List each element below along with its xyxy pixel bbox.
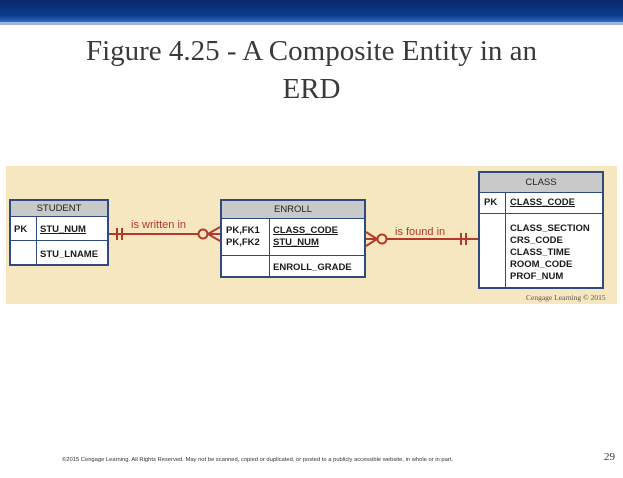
class-attribute-time: CLASS_TIME bbox=[510, 247, 571, 258]
relationship-label-written-in: is written in bbox=[131, 219, 187, 231]
enroll-key-2: PK,FK2 bbox=[226, 237, 260, 248]
student-pk-divider bbox=[11, 240, 107, 241]
slide-title: Figure 4.25 - A Composite Entity in an E… bbox=[0, 32, 623, 108]
enroll-entity: ENROLL PK,FK1 PK,FK2 CLASS_CODE STU_NUM … bbox=[220, 199, 366, 278]
copyright-footer: ©2015 Cengage Learning. All Rights Reser… bbox=[62, 457, 453, 463]
class-attribute-room-code: ROOM_CODE bbox=[510, 259, 573, 270]
class-attribute-prof-num: PROF_NUM bbox=[510, 271, 564, 282]
enroll-optional-circle-right bbox=[376, 233, 388, 245]
enroll-crowfoot-right-bottom bbox=[365, 238, 378, 247]
enroll-attribute-class-code: CLASS_CODE bbox=[273, 225, 338, 236]
page-number: 29 bbox=[604, 451, 615, 463]
title-line-1: Figure 4.25 - A Composite Entity in an bbox=[85, 35, 538, 67]
title-line-2: ERD bbox=[282, 73, 341, 105]
enroll-attribute-stu-num: STU_NUM bbox=[273, 237, 319, 248]
enroll-key-1: PK,FK1 bbox=[226, 225, 260, 236]
student-pk-attribute: STU_NUM bbox=[40, 224, 86, 235]
enroll-attribute-grade: ENROLL_GRADE bbox=[273, 262, 352, 273]
student-attribute: STU_LNAME bbox=[40, 249, 99, 260]
class-entity: CLASS PK CLASS_CODE CLASS_SECTION CRS_CO… bbox=[478, 171, 604, 289]
student-entity-header: STUDENT bbox=[11, 201, 107, 217]
slide-header-bar bbox=[0, 0, 623, 22]
class-entity-header: CLASS bbox=[480, 173, 602, 193]
enroll-pk-divider bbox=[222, 255, 364, 256]
student-pk-label: PK bbox=[14, 224, 28, 235]
enroll-key-divider bbox=[269, 219, 270, 276]
class-pk-attribute: CLASS_CODE bbox=[510, 197, 575, 208]
class-attribute-section: CLASS_SECTION bbox=[510, 223, 590, 234]
enroll-crowfoot-left-top bbox=[207, 226, 221, 235]
relationship-label-found-in: is found in bbox=[395, 226, 446, 238]
slide-header-accent bbox=[0, 22, 623, 25]
class-pk-divider bbox=[480, 213, 602, 214]
image-credit: Cengage Learning © 2015 bbox=[526, 293, 606, 302]
enroll-entity-header: ENROLL bbox=[222, 201, 364, 219]
student-entity: STUDENT PK STU_NUM STU_LNAME bbox=[9, 199, 109, 266]
enroll-optional-circle-left bbox=[197, 228, 209, 240]
class-pk-label: PK bbox=[484, 197, 498, 208]
class-key-divider bbox=[505, 193, 506, 287]
enroll-crowfoot-right-top bbox=[365, 231, 378, 240]
class-attribute-crs-code: CRS_CODE bbox=[510, 235, 563, 246]
enroll-crowfoot-left-bottom bbox=[207, 233, 221, 242]
